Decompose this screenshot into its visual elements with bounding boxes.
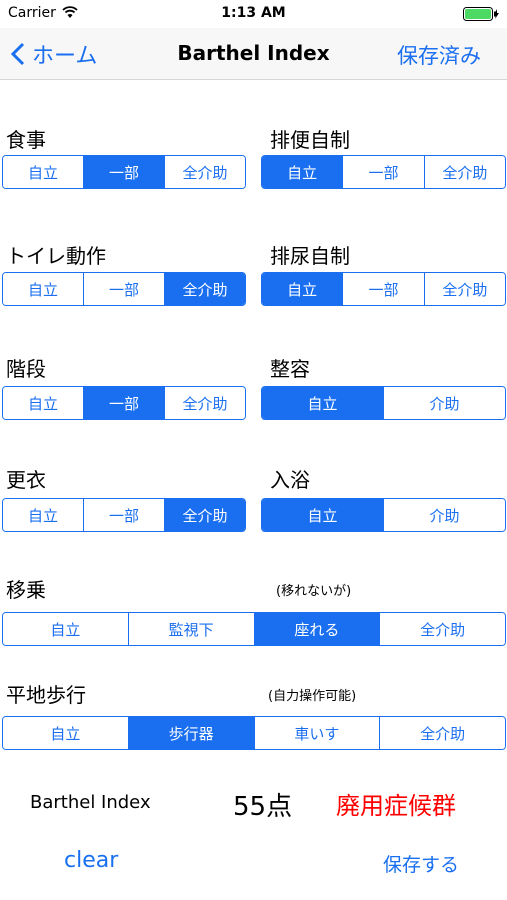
bowel-label: 排便自制 xyxy=(270,128,350,152)
walking-note: (自力操作可能) xyxy=(268,689,357,704)
clear-button[interactable]: clear xyxy=(64,848,119,873)
battery-icon xyxy=(463,7,499,21)
toilet-option[interactable]: 自立 xyxy=(3,273,83,305)
toilet-option[interactable]: 全介助 xyxy=(164,273,245,305)
dressing-label: 更衣 xyxy=(6,468,46,492)
bowel-option[interactable]: 自立 xyxy=(262,156,343,188)
walking-segment[interactable]: 自立歩行器車いす全介助 xyxy=(2,716,506,750)
eating-label: 食事 xyxy=(6,128,46,152)
walking-option[interactable]: 歩行器 xyxy=(127,717,254,749)
eating-option[interactable]: 自立 xyxy=(3,156,83,188)
eating-option[interactable]: 一部 xyxy=(83,156,164,188)
bladder-label: 排尿自制 xyxy=(270,244,350,268)
bathing-option[interactable]: 自立 xyxy=(262,499,383,531)
assessment-status: 廃用症候群 xyxy=(336,792,456,820)
back-button[interactable]: ホーム xyxy=(10,38,97,70)
bladder-segment[interactable]: 自立一部全介助 xyxy=(261,272,506,306)
saved-button[interactable]: 保存済み xyxy=(397,44,481,68)
grooming-label: 整容 xyxy=(270,357,310,381)
bowel-option[interactable]: 一部 xyxy=(342,156,424,188)
transfer-option[interactable]: 監視下 xyxy=(127,613,254,645)
toilet-label: トイレ動作 xyxy=(6,244,106,268)
bathing-label: 入浴 xyxy=(270,468,310,492)
bathing-segment[interactable]: 自立介助 xyxy=(261,498,506,532)
chevron-left-icon xyxy=(10,42,25,66)
grooming-option[interactable]: 自立 xyxy=(262,387,383,419)
score-value: 55点 xyxy=(233,792,293,822)
transfer-option[interactable]: 自立 xyxy=(3,613,128,645)
stairs-segment[interactable]: 自立一部全介助 xyxy=(2,386,246,420)
dressing-segment[interactable]: 自立一部全介助 xyxy=(2,498,246,532)
wifi-icon xyxy=(62,6,78,18)
toilet-option[interactable]: 一部 xyxy=(83,273,164,305)
transfer-segment[interactable]: 自立監視下座れる全介助 xyxy=(2,612,506,646)
save-button[interactable]: 保存する xyxy=(383,854,460,876)
toilet-segment[interactable]: 自立一部全介助 xyxy=(2,272,246,306)
walking-option[interactable]: 自立 xyxy=(3,717,128,749)
transfer-label: 移乗 xyxy=(6,578,46,602)
dressing-option[interactable]: 一部 xyxy=(83,499,164,531)
walking-option[interactable]: 全介助 xyxy=(379,717,505,749)
dressing-option[interactable]: 自立 xyxy=(3,499,83,531)
stairs-option[interactable]: 全介助 xyxy=(164,387,245,419)
bowel-option[interactable]: 全介助 xyxy=(423,156,505,188)
bathing-option[interactable]: 介助 xyxy=(383,499,505,531)
stairs-option[interactable]: 一部 xyxy=(83,387,164,419)
walking-option[interactable]: 車いす xyxy=(253,717,380,749)
bladder-option[interactable]: 自立 xyxy=(262,273,343,305)
score-label: Barthel Index xyxy=(30,792,151,813)
bowel-segment[interactable]: 自立一部全介助 xyxy=(261,155,506,189)
walking-label: 平地歩行 xyxy=(6,683,86,707)
stairs-label: 階段 xyxy=(6,357,46,381)
dressing-option[interactable]: 全介助 xyxy=(164,499,245,531)
navigation-bar: ホーム Barthel Index 保存済み xyxy=(0,28,507,80)
transfer-note: (移れないが) xyxy=(276,584,352,599)
bladder-option[interactable]: 一部 xyxy=(342,273,424,305)
stairs-option[interactable]: 自立 xyxy=(3,387,83,419)
bladder-option[interactable]: 全介助 xyxy=(423,273,505,305)
status-bar: Carrier 1:13 AM xyxy=(0,0,507,28)
back-label: ホーム xyxy=(32,44,98,69)
eating-option[interactable]: 全介助 xyxy=(164,156,245,188)
page-title: Barthel Index xyxy=(177,41,330,65)
transfer-option[interactable]: 座れる xyxy=(253,613,380,645)
status-time: 1:13 AM xyxy=(221,5,286,21)
grooming-option[interactable]: 介助 xyxy=(383,387,505,419)
transfer-option[interactable]: 全介助 xyxy=(379,613,505,645)
grooming-segment[interactable]: 自立介助 xyxy=(261,386,506,420)
carrier-label: Carrier xyxy=(8,5,56,21)
eating-segment[interactable]: 自立一部全介助 xyxy=(2,155,246,189)
